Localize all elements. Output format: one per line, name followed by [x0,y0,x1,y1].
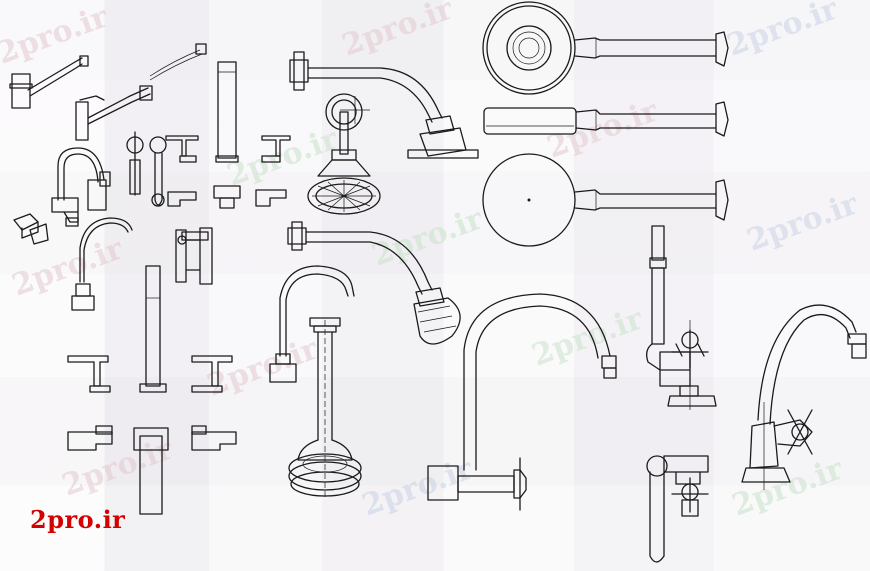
tall-column-faucet [139,265,167,393]
lever-handles-lower [67,355,237,515]
rain-shower-head-side [483,101,729,137]
rain-shower-head-front [482,1,729,95]
cross-handle-tap [646,225,717,410]
cross-handle-faucet [741,304,867,490]
wall-mount-faucet [269,265,355,383]
pull-out-faucet [75,43,207,141]
handheld-shower-head [307,93,381,215]
widespread-handles [13,213,49,245]
kitchen-faucet [9,55,89,109]
gooseneck-faucet [71,217,133,311]
bath-spout [51,147,111,227]
wall-shower-arm [287,221,461,345]
wall-tap-assembly [646,455,709,563]
shower-valve [175,227,213,285]
shower-arm-head [289,51,479,159]
rain-shower-head-back [482,153,729,247]
lever-handles [165,61,291,209]
wall-gooseneck-spout [427,293,617,511]
site-logo: 2pro.ir [30,505,126,534]
pedestal-base [288,317,362,500]
sprayer-handle [126,131,167,207]
